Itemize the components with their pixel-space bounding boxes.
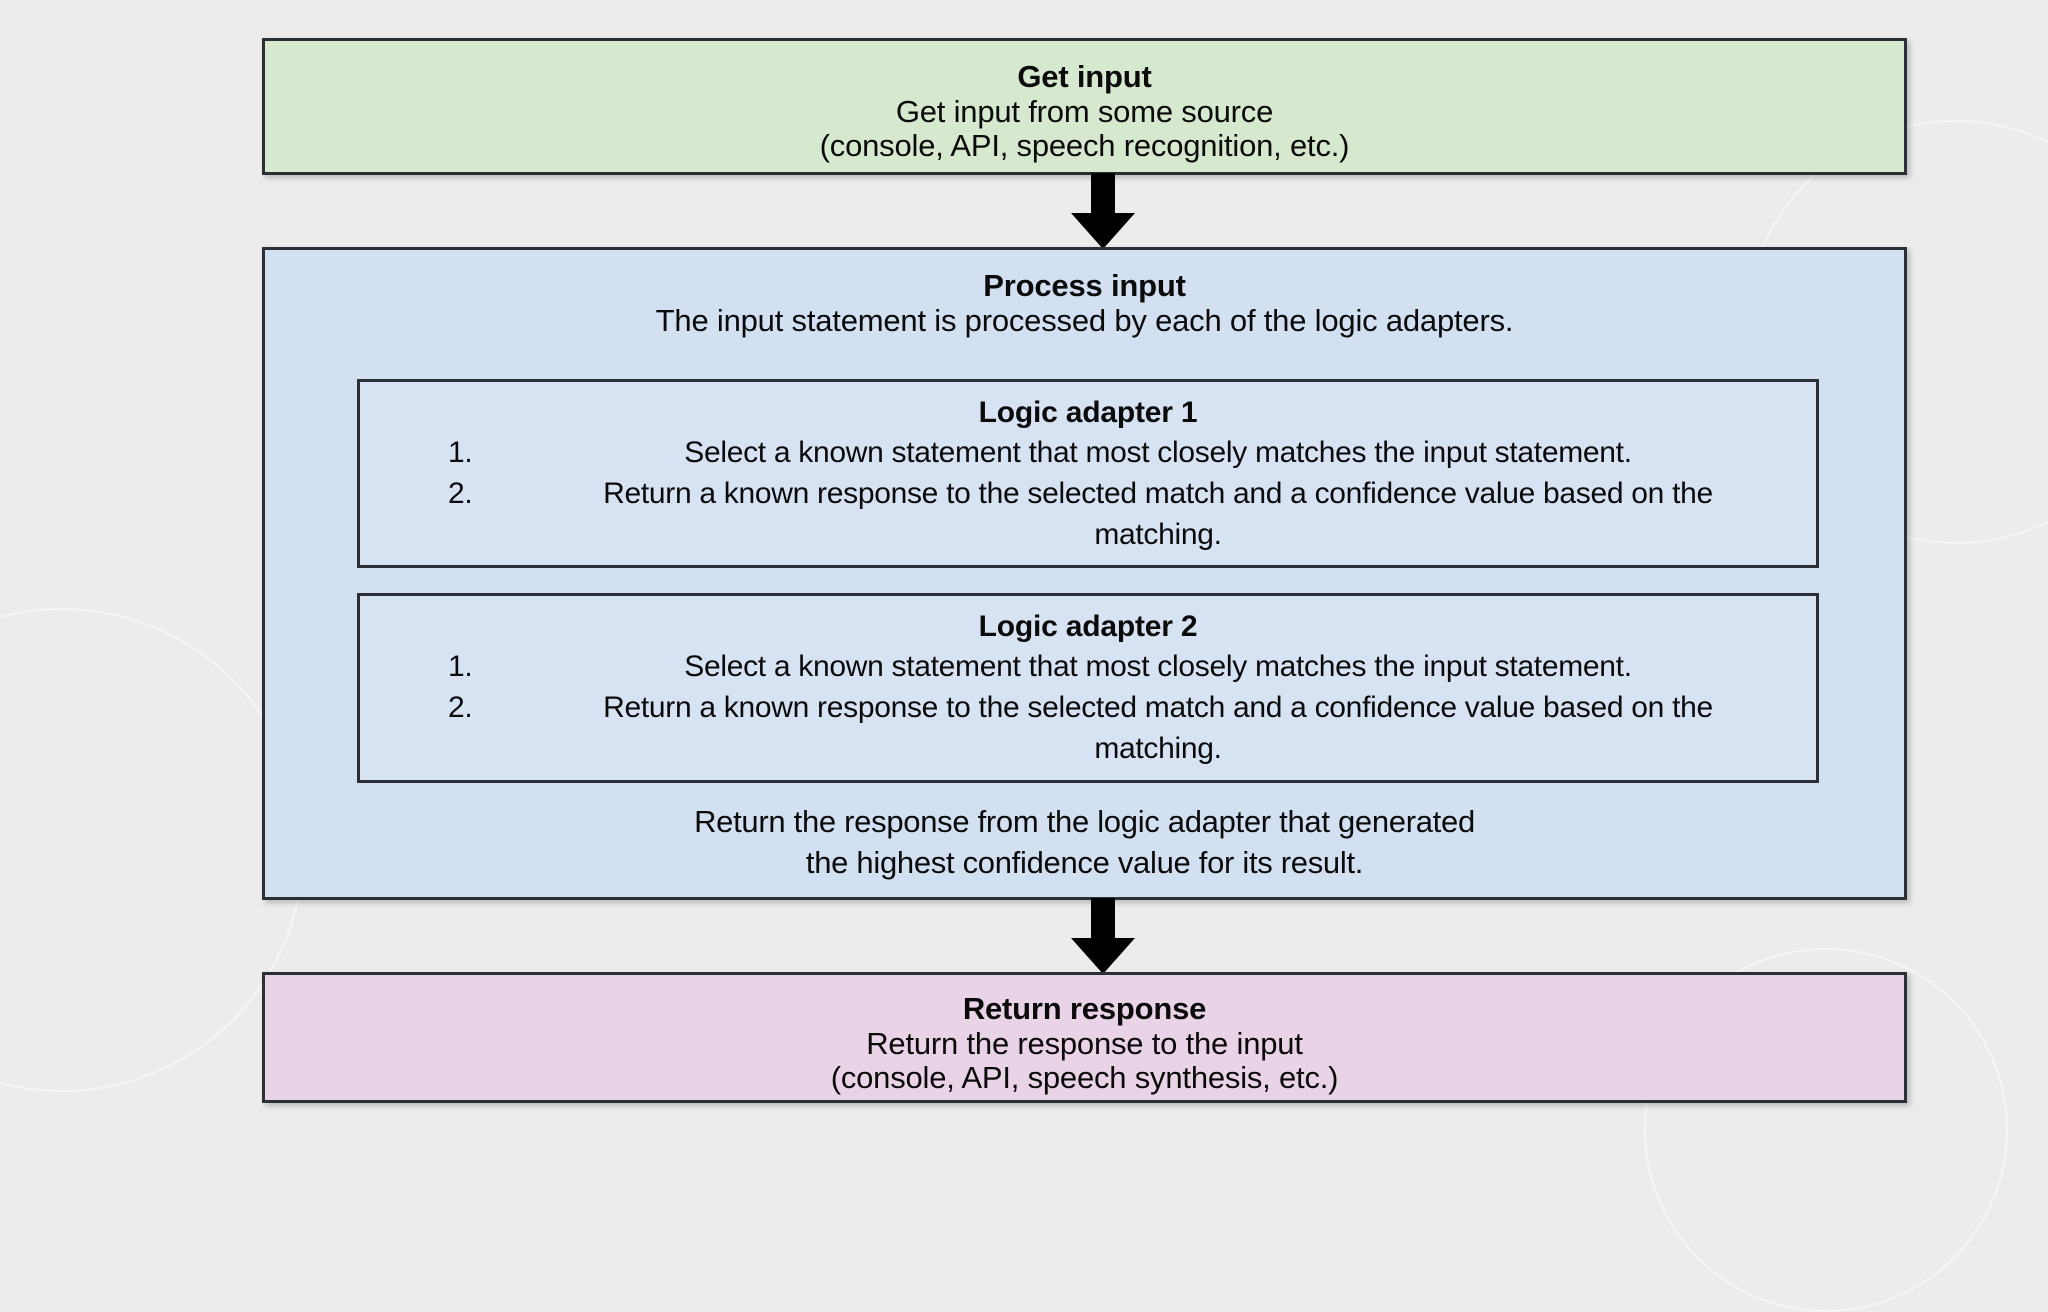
node-logic-adapter-2: Logic adapter 2 1. Select a known statem…	[357, 593, 1819, 783]
node-logic-adapter-2-title: Logic adapter 2	[978, 610, 1198, 643]
list-item: 2. Return a known response to the select…	[360, 473, 1816, 555]
node-process-input-footer-line-2: the highest confidence value for its res…	[805, 845, 1364, 880]
node-process-input-line-1: The input statement is processed by each…	[655, 303, 1514, 338]
node-process-input: Process input The input statement is pro…	[262, 247, 1907, 900]
logic-adapter-1-step-list: 1. Select a known statement that most cl…	[360, 432, 1816, 555]
node-process-input-title: Process input	[983, 268, 1186, 303]
node-get-input-line-1: Get input from some source	[895, 94, 1274, 129]
logic-adapter-2-step-list: 1. Select a known statement that most cl…	[360, 646, 1816, 769]
background-circle-decoration	[0, 608, 304, 1092]
node-logic-adapter-1-title: Logic adapter 1	[978, 396, 1198, 429]
step-text: Select a known statement that most close…	[684, 650, 1632, 683]
node-return-response-line-2: (console, API, speech synthesis, etc.)	[830, 1060, 1339, 1095]
node-return-response-line-1: Return the response to the input	[866, 1026, 1303, 1061]
node-return-response-title: Return response	[962, 991, 1207, 1026]
list-item: 1. Select a known statement that most cl…	[360, 646, 1816, 687]
list-item: 1. Select a known statement that most cl…	[360, 432, 1816, 473]
list-item: 2. Return a known response to the select…	[360, 687, 1816, 769]
step-text: Select a known statement that most close…	[684, 436, 1632, 469]
node-process-input-footer-line-1: Return the response from the logic adapt…	[694, 804, 1475, 839]
step-number: 2.	[448, 477, 473, 510]
step-text: Return a known response to the selected …	[603, 691, 1713, 765]
node-process-input-footer: Return the response from the logic adapt…	[265, 801, 1904, 883]
step-number: 2.	[448, 691, 473, 724]
step-number: 1.	[448, 650, 473, 683]
node-return-response: Return response Return the response to t…	[262, 972, 1907, 1103]
step-number: 1.	[448, 436, 473, 469]
diagram-canvas: Get input Get input from some source (co…	[0, 38, 2048, 1312]
step-text: Return a known response to the selected …	[603, 477, 1713, 551]
node-get-input-title: Get input	[1017, 59, 1152, 94]
node-get-input-line-2: (console, API, speech recognition, etc.)	[819, 128, 1350, 163]
arrow-process-input-to-return-response	[1053, 898, 1153, 974]
node-logic-adapter-1: Logic adapter 1 1. Select a known statem…	[357, 379, 1819, 568]
node-get-input: Get input Get input from some source (co…	[262, 38, 1907, 175]
arrow-get-input-to-process-input	[1053, 173, 1153, 249]
